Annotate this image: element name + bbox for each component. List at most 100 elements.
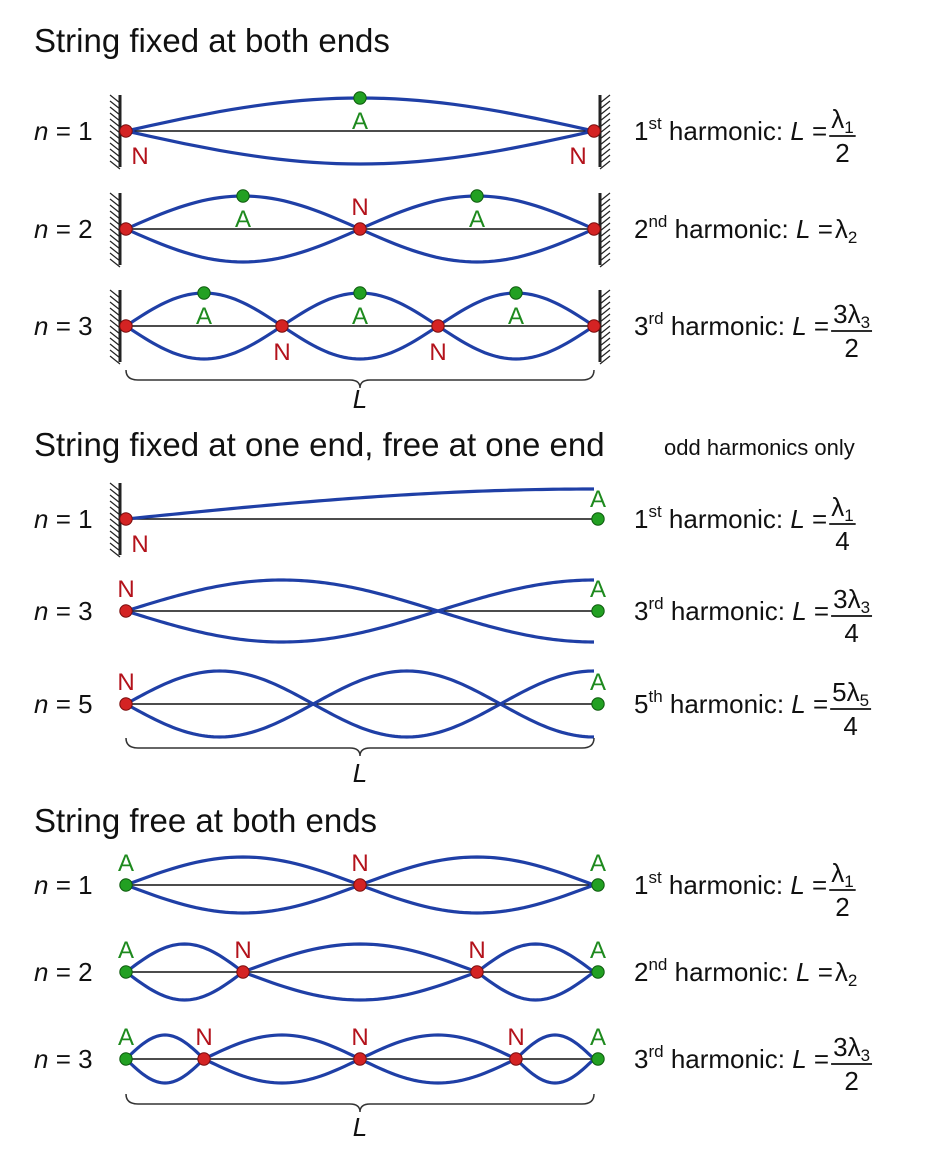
hatch-line — [109, 258, 121, 268]
wave-loop — [476, 970, 595, 1002]
node-dot — [275, 319, 289, 333]
hatch-line — [109, 160, 121, 170]
hatch-line — [109, 542, 121, 552]
antinode-label: A — [469, 206, 485, 233]
antinode-label: A — [590, 850, 606, 877]
length-label: L — [353, 384, 367, 414]
length-brace — [125, 1093, 595, 1113]
section-title: String free at both ends — [34, 802, 377, 839]
hatch-line — [599, 307, 611, 317]
fraction-denominator: 4 — [844, 618, 858, 648]
antinode-dot — [197, 286, 211, 300]
antinode-dot — [591, 697, 605, 711]
hatch-line — [599, 355, 611, 365]
hatch-line — [109, 106, 121, 116]
antinode-label: A — [590, 486, 606, 513]
antinode-dot — [119, 1052, 133, 1066]
antinode-label: A — [352, 108, 368, 135]
wave-loop — [514, 1033, 596, 1061]
hatch-line — [109, 222, 121, 232]
hatch-line — [599, 319, 611, 329]
harmonic-text: 1st harmonic: L = — [634, 868, 827, 900]
node-label: N — [351, 850, 368, 877]
fraction-numerator: 5λ5 — [832, 677, 869, 710]
hatch-line — [109, 524, 121, 534]
hatch-line — [109, 512, 121, 522]
hatch-line — [599, 258, 611, 268]
hatch-line — [109, 198, 121, 208]
antinode-label: A — [590, 669, 606, 696]
hatch-line — [599, 192, 611, 202]
node-dot — [509, 1052, 523, 1066]
hatch-line — [109, 216, 121, 226]
wall-hatch — [109, 192, 121, 268]
hatch-line — [109, 518, 121, 528]
node-dot — [587, 222, 601, 236]
fraction-denominator: 2 — [835, 892, 849, 922]
wave-lower — [125, 578, 595, 644]
wave-loop — [125, 883, 361, 915]
hatch-line — [599, 337, 611, 347]
node-label: N — [507, 1024, 524, 1051]
antinode-label: A — [118, 937, 134, 964]
hatch-line — [109, 488, 121, 498]
hatch-line — [109, 228, 121, 238]
hatch-line — [599, 154, 611, 164]
harmonic-text: 3rd harmonic: L = — [634, 1042, 829, 1074]
wave-upper — [125, 669, 595, 739]
hatch-line — [109, 325, 121, 335]
hatch-line — [109, 337, 121, 347]
node-dot — [119, 512, 133, 526]
wall-hatch — [109, 289, 121, 365]
wall-hatch — [599, 94, 611, 170]
wave-curve — [125, 487, 595, 521]
wavelength: λ2 — [835, 214, 857, 247]
node-dot — [236, 965, 250, 979]
wave-loop — [125, 942, 244, 974]
fraction-denominator: 2 — [844, 333, 858, 363]
hatch-line — [109, 301, 121, 311]
mode-number: n = 3 — [34, 1044, 93, 1074]
length-indicator: L — [125, 369, 595, 414]
hatch-line — [109, 536, 121, 546]
wavelength: λ2 — [835, 957, 857, 990]
node-label: N — [429, 339, 446, 366]
length-brace — [125, 737, 595, 757]
wave-upper — [125, 578, 595, 644]
wave-loop — [124, 1057, 206, 1085]
hatch-line — [599, 142, 611, 152]
node-label: N — [117, 669, 134, 696]
hatch-line — [109, 331, 121, 341]
wave-loop — [242, 970, 478, 1002]
hatch-line — [109, 500, 121, 510]
length-indicator: L — [125, 1093, 595, 1142]
wave-loop — [514, 1057, 596, 1085]
hatch-line — [599, 94, 611, 104]
hatch-line — [599, 240, 611, 250]
harmonic-text: 2nd harmonic: L = — [634, 212, 833, 244]
wave-loop — [359, 1033, 517, 1061]
hatch-line — [599, 148, 611, 158]
hatch-line — [109, 210, 121, 220]
wave-loop — [203, 1033, 361, 1061]
wave-loop — [281, 324, 439, 361]
harmonic-equation: 2nd harmonic: L = λ2 — [634, 212, 857, 247]
hatch-line — [109, 343, 121, 353]
hatch-line — [109, 136, 121, 146]
harmonic-text: 3rd harmonic: L = — [634, 309, 829, 341]
hatch-line — [109, 307, 121, 317]
hatch-line — [599, 252, 611, 262]
node-dot — [119, 697, 133, 711]
wall-hatch — [109, 94, 121, 170]
antinode-label: A — [590, 576, 606, 603]
fraction-numerator: λ1 — [831, 858, 853, 891]
wall-hatch — [599, 289, 611, 365]
hatch-line — [109, 142, 121, 152]
mode-number: n = 5 — [34, 689, 93, 719]
